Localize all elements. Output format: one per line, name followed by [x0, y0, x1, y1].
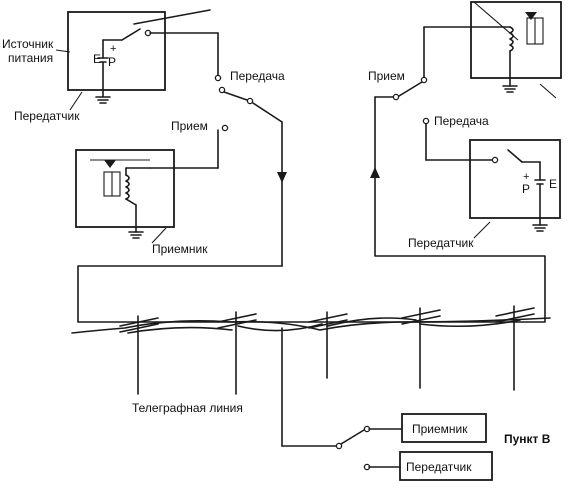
transmission-b-label: Передача: [434, 114, 489, 128]
ground-icon: [502, 85, 518, 93]
receiver-c-box: [401, 413, 487, 443]
ground-icon: [128, 231, 144, 239]
station-b-receiver: [420, 1, 562, 99]
station-a-selector: Передача: [218, 69, 287, 267]
power-source-label-2: питания: [8, 51, 53, 65]
point-b-label: Пункт В: [504, 432, 551, 446]
battery-a-plus-label: +: [110, 43, 116, 55]
telegraph-pole: [217, 311, 257, 395]
line-wire-sag: [127, 317, 521, 334]
line-loop: [77, 96, 546, 323]
telegraph-pole: [308, 311, 348, 379]
transmitter-a-box: [67, 11, 166, 91]
line-wire-main: [71, 317, 551, 334]
battery-a-e-label: E: [93, 52, 101, 66]
telegraph-pole: [495, 305, 535, 391]
transmitter-c-label: Передатчик: [406, 460, 472, 474]
reception-b-label: Прием: [368, 69, 405, 83]
telegraph-pole: [119, 315, 159, 395]
transmitter-a-label: Передатчик: [14, 109, 80, 123]
telegraph-pole: [401, 307, 441, 389]
station-b-selector: Прием Передача: [368, 69, 494, 161]
telegraph-line-label: Телеграфная линия: [132, 401, 243, 415]
receiver-c-label: Приемник: [412, 422, 468, 436]
reception-b-contact: [420, 76, 428, 84]
arrow-up-icon: [370, 167, 380, 178]
station-a-receiver: Прием Приемник: [75, 119, 229, 256]
arrow-down-icon: [277, 172, 287, 183]
selector-a-lever: [223, 91, 248, 101]
coil-a: [125, 174, 130, 200]
transmitter-c-box: [399, 451, 493, 481]
point-b-selector-lever: [340, 429, 365, 445]
battery-b-p-label: P: [522, 182, 530, 196]
transmitter-a-key-handle: [133, 9, 211, 25]
station-a-transmitter: E + P: [67, 9, 222, 104]
transmission-a-label: Передача: [230, 69, 285, 83]
receiver-a-label: Приемник: [152, 242, 208, 256]
battery-b-plus-label: +: [523, 171, 529, 183]
telegraph-line: Телеграфная линия: [71, 305, 551, 415]
station-b-transmitter: + P E Передатчик: [408, 139, 561, 250]
transmitter-b-key: [507, 149, 523, 163]
power-source-label-1: Источник: [2, 37, 54, 51]
relay-armature-b: [525, 12, 537, 20]
transmitter-b-box: [469, 139, 561, 219]
reception-a-label: Прием: [171, 119, 208, 133]
receiver-b-box: [470, 1, 562, 79]
reception-a-contact: [221, 124, 229, 132]
transmitter-a-key: [121, 28, 141, 41]
ground-icon: [532, 224, 548, 232]
selector-b-lever: [398, 81, 423, 97]
transmission-b-contact: [422, 117, 430, 125]
ground-icon: [95, 96, 111, 104]
transmitter-b-label: Передатчик: [408, 236, 474, 250]
battery-a-p-label: P: [108, 55, 116, 69]
battery-b-e-label: E: [549, 177, 557, 191]
receiver-a-box: [75, 149, 175, 228]
coil-b: [509, 26, 514, 52]
relay-armature-a: [104, 160, 116, 168]
point-b: Приемник Пункт В Передатчик: [281, 327, 551, 481]
